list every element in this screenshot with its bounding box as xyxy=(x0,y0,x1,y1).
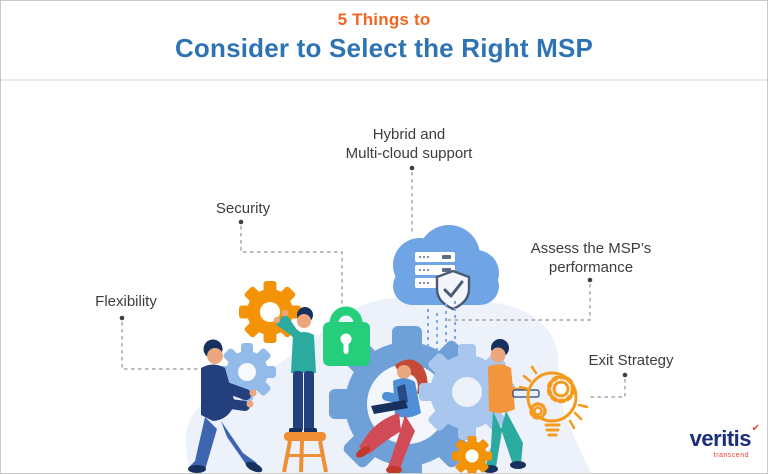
lightbulb-gear-icon xyxy=(518,365,589,437)
blue-gear-icon xyxy=(218,343,276,401)
small-orange-gear-icon xyxy=(452,436,492,473)
shield-check-icon xyxy=(435,269,471,311)
cloud-rain-dashes xyxy=(427,301,456,351)
person-walking-with-laptop xyxy=(482,339,540,473)
header: 5 Things to Consider to Select the Right… xyxy=(1,1,767,79)
person-carrying-gear xyxy=(188,339,263,473)
callout-assess-performance: Assess the MSP’s performance xyxy=(501,239,681,277)
lock-icon xyxy=(323,306,370,366)
veritis-logo: veritis ✔ transcend xyxy=(689,424,760,460)
connector-dots xyxy=(119,165,628,378)
veritis-logo-text: veritis xyxy=(689,426,752,451)
callout-security: Security xyxy=(215,200,271,217)
stool xyxy=(282,432,328,473)
callout-assess-line2: performance xyxy=(548,259,634,276)
laptop-icon xyxy=(371,400,408,414)
background-gear-icon xyxy=(419,344,515,440)
person-on-stool xyxy=(273,307,328,473)
veritis-logo-tagline: transcend xyxy=(713,452,749,459)
callout-flexibility: Flexibility xyxy=(95,293,157,310)
callout-hybrid-line2: Multi-cloud support xyxy=(345,145,473,162)
header-divider xyxy=(1,79,767,81)
callout-hybrid-line1: Hybrid and xyxy=(372,126,446,143)
callout-exit-strategy: Exit Strategy xyxy=(588,352,674,369)
callout-connectors xyxy=(121,172,626,398)
callout-assess-line1: Assess the MSP’s xyxy=(530,240,652,257)
callout-hybrid-multicloud: Hybrid and Multi-cloud support xyxy=(319,125,499,163)
cloud-icon xyxy=(393,225,499,351)
header-eyebrow: 5 Things to xyxy=(337,10,431,29)
page-title: Consider to Select the Right MSP xyxy=(174,33,594,63)
veritis-logo-mark-icon: ✔ xyxy=(751,423,760,434)
